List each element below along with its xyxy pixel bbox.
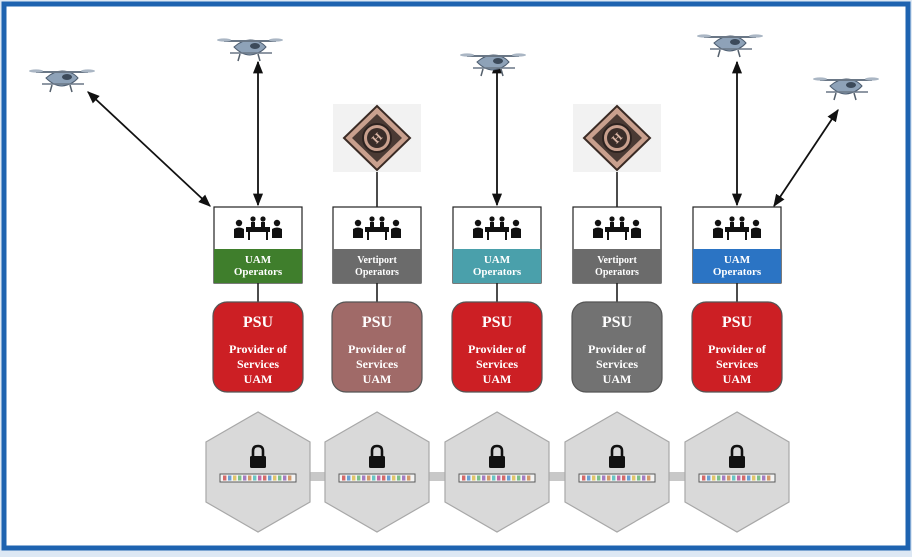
psu-title: PSU <box>722 314 753 331</box>
psu-description: UAM <box>483 372 512 386</box>
psu-title: PSU <box>602 314 633 331</box>
psu-description: Provider of <box>468 342 527 356</box>
psu-title: PSU <box>243 314 274 331</box>
meeting-table-icon <box>353 216 401 240</box>
operators-label: Operators <box>713 266 762 278</box>
drone-icon <box>460 53 526 77</box>
psu-description: Provider of <box>229 342 288 356</box>
blockchain-bar-icon <box>338 473 416 483</box>
operators-label-bg <box>693 249 781 283</box>
psu-description: UAM <box>244 372 273 386</box>
blockchain-bar-icon <box>219 473 297 483</box>
psu-description: Provider of <box>708 342 767 356</box>
drone-link-arrow <box>87 91 211 207</box>
psu-description: Services <box>716 357 758 371</box>
blockchain-node-hexagon <box>684 411 790 533</box>
blockchain-bar-icon <box>458 473 536 483</box>
lock-icon <box>609 444 625 468</box>
blockchain-node-hexagon <box>564 411 670 533</box>
operators-label: UAM <box>724 254 751 266</box>
meeting-table-icon <box>234 216 282 240</box>
blockchain-bar-icon <box>698 473 776 483</box>
psu-description: UAM <box>603 372 632 386</box>
operators-label: UAM <box>484 254 511 266</box>
operators-label: Vertiport <box>357 255 397 266</box>
psu-description: Services <box>237 357 279 371</box>
lock-icon <box>729 444 745 468</box>
operators-label: Operators <box>355 267 399 278</box>
operators-label: Vertiport <box>597 255 637 266</box>
drone-icon <box>29 69 95 93</box>
helipad-icon: H <box>573 104 661 172</box>
operators-label: UAM <box>245 254 272 266</box>
lock-icon <box>369 444 385 468</box>
blockchain-bar-icon <box>578 473 656 483</box>
operators-label-bg <box>333 249 421 283</box>
psu-description: Services <box>596 357 638 371</box>
blockchain-node-hexagon <box>205 411 311 533</box>
operators-label: Operators <box>234 266 283 278</box>
meeting-table-icon <box>593 216 641 240</box>
helipad-icon: H <box>333 104 421 172</box>
lock-icon <box>489 444 505 468</box>
operators-label: Operators <box>595 267 639 278</box>
operators-label: Operators <box>473 266 522 278</box>
psu-description: Services <box>356 357 398 371</box>
psu-title: PSU <box>482 314 513 331</box>
drone-icon <box>217 38 283 62</box>
blockchain-node-hexagon <box>444 411 550 533</box>
operators-label-bg <box>573 249 661 283</box>
psu-description: Provider of <box>348 342 407 356</box>
meeting-table-icon <box>713 216 761 240</box>
psu-description: Services <box>476 357 518 371</box>
operators-label-bg <box>214 249 302 283</box>
lock-icon <box>250 444 266 468</box>
meeting-table-icon <box>473 216 521 240</box>
blockchain-node-hexagon <box>324 411 430 533</box>
operators-label-bg <box>453 249 541 283</box>
psu-description: UAM <box>723 372 752 386</box>
drone-icon <box>697 34 763 58</box>
drone-icon <box>813 77 879 101</box>
drone-link-arrow <box>773 108 839 208</box>
psu-description: UAM <box>363 372 392 386</box>
psu-description: Provider of <box>588 342 647 356</box>
psu-title: PSU <box>362 314 393 331</box>
